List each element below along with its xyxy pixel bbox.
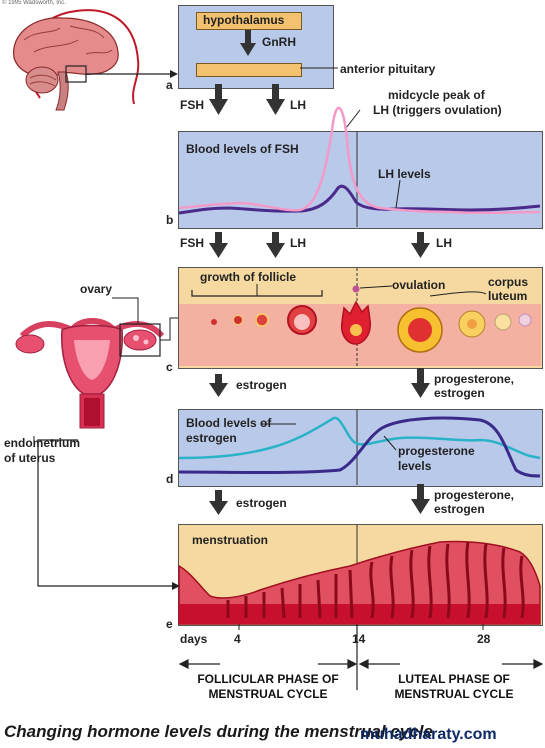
corpus-albicans	[494, 313, 512, 331]
figure-caption: Changing hormone levels during the menst…	[4, 722, 433, 741]
anterior-pituitary-label: anterior pituitary	[340, 62, 436, 76]
day-14-label: 14	[352, 632, 366, 646]
gnrh-label: GnRH	[262, 35, 296, 49]
lh-label-b2: LH	[436, 236, 452, 250]
endometrial-glands	[226, 541, 525, 619]
brainstem	[55, 71, 69, 111]
estrogen-arrow-d	[209, 490, 228, 515]
fsh-label-b: FSH	[180, 236, 204, 250]
peak-note-line2: LH (triggers ovulation)	[373, 103, 502, 117]
panel-a-letter: a	[166, 78, 173, 92]
progesterone-levels-line2: levels	[398, 459, 432, 473]
follicle-3	[255, 313, 269, 327]
progesterone-label-c1: progesterone,	[434, 372, 515, 386]
uterus-illustration	[15, 297, 180, 590]
cerebellum	[25, 66, 59, 94]
peak-note-line1: midcycle peak of	[388, 88, 485, 102]
estrogen-label-d: estrogen	[236, 496, 287, 510]
ovulation-label: ovulation	[392, 278, 446, 292]
progesterone-label-c2: estrogen	[434, 386, 485, 400]
estrogen-curve	[178, 416, 541, 460]
ovum	[352, 285, 360, 293]
luteum-label: luteum	[488, 289, 528, 303]
fsh-label-a: FSH	[180, 98, 204, 112]
luteal-line1: LUTEAL PHASE OF	[398, 672, 510, 686]
day-28-label: 28	[477, 632, 491, 646]
panel-d-title-line1: Blood levels of	[186, 416, 272, 430]
luteal-phase-label: LUTEAL PHASE OF MENSTRUAL CYCLE	[366, 672, 542, 702]
progesterone-arrow-d	[411, 484, 430, 514]
follicular-phase-arrow	[178, 659, 358, 669]
ovary-label: ovary	[80, 282, 113, 296]
panel-e-letter: e	[166, 617, 173, 631]
follicle-1	[211, 319, 217, 325]
panel-c-letter: c	[166, 360, 173, 374]
watermark: muhadharaty.com	[360, 726, 497, 743]
lh-levels-label: LH levels	[378, 167, 431, 181]
progesterone-arrow-c	[411, 368, 430, 398]
estrogen-arrow-c	[209, 374, 228, 397]
hypothalamus-label: hypothalamus	[203, 13, 285, 27]
progesterone-curve	[178, 416, 541, 478]
progesterone-label-d2: estrogen	[434, 502, 485, 516]
panel-b-title: Blood levels of FSH	[186, 142, 299, 156]
endometrium-label-line2: of uterus	[4, 451, 56, 465]
lh-label-a: LH	[290, 98, 306, 112]
corpus-label: corpus	[488, 275, 529, 289]
ruptured-follicle	[340, 300, 371, 345]
panel-d-title-line2: estrogen	[186, 431, 237, 445]
copyright-text: © 1995 Wadsworth, Inc.	[2, 0, 66, 6]
anterior-pituitary-box	[196, 63, 302, 77]
follicular-line1: FOLLICULAR PHASE OF	[197, 672, 339, 686]
estrogen-label-c: estrogen	[236, 378, 287, 392]
day-4-label: 4	[234, 632, 241, 646]
lh-arrow-b1	[266, 232, 285, 258]
gnrh-arrow	[240, 30, 256, 56]
follicular-phase-label: FOLLICULAR PHASE OF MENSTRUAL CYCLE	[180, 672, 356, 702]
follicle-2	[233, 315, 243, 325]
fsh-arrow-a	[209, 84, 228, 115]
growth-of-follicle-label: growth of follicle	[200, 270, 296, 284]
progesterone-label-d1: progesterone,	[434, 488, 515, 502]
left-ovary	[15, 334, 45, 354]
days-label: days	[180, 632, 208, 646]
fsh-arrow-b	[209, 232, 228, 258]
luteal-phase-arrow	[358, 659, 544, 669]
panel-b-letter: b	[166, 213, 174, 227]
lh-arrow-b2	[411, 232, 430, 258]
luteal-line2: MENSTRUAL CYCLE	[394, 687, 514, 701]
lh-curve	[178, 106, 541, 215]
lh-arrow-a	[266, 84, 285, 115]
progesterone-levels-line1: progesterone	[398, 444, 475, 458]
fsh-curve	[178, 184, 541, 215]
hypothalamus-box	[196, 12, 302, 30]
menstruation-label: menstruation	[192, 533, 269, 547]
follicular-line2: MENSTRUAL CYCLE	[208, 687, 328, 701]
panel-d-letter: d	[166, 472, 174, 486]
lh-label-b1: LH	[290, 236, 306, 250]
